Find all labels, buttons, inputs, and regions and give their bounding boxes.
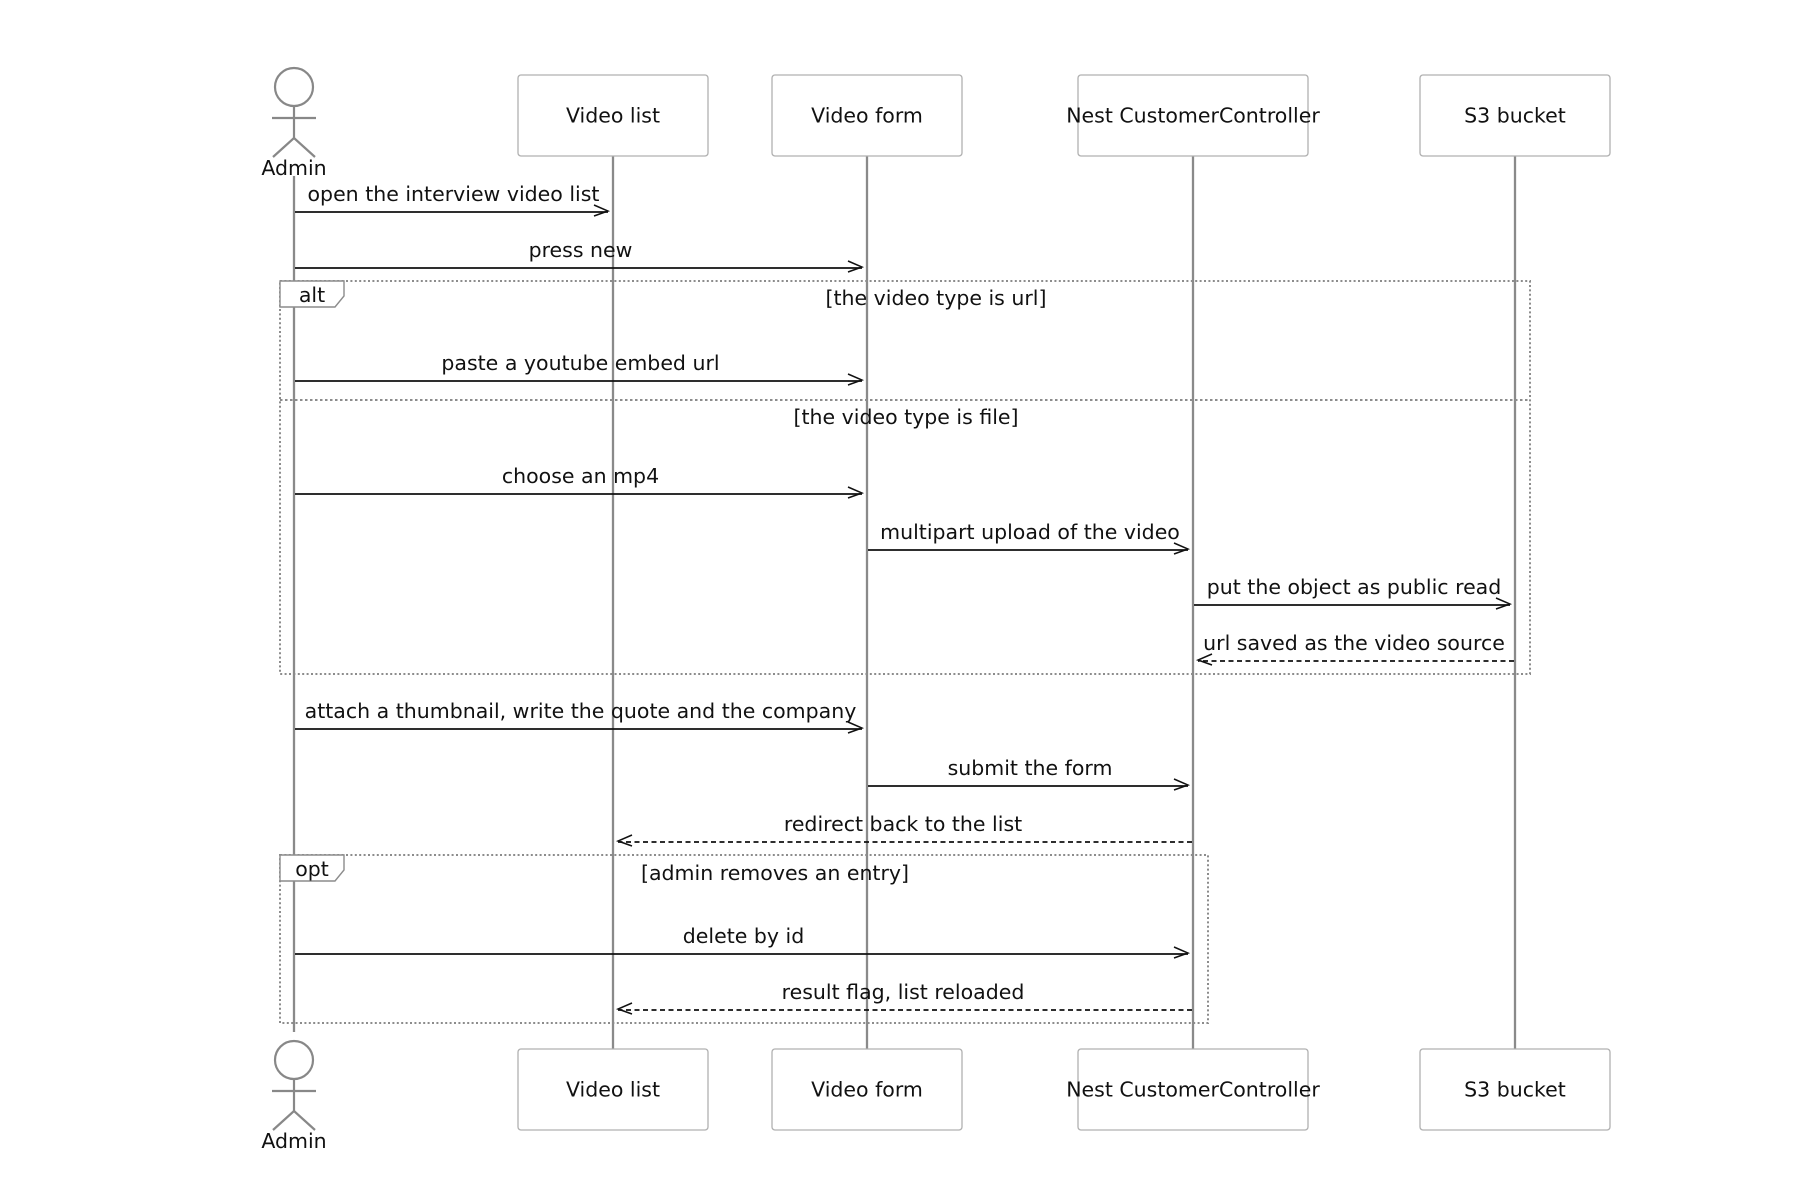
participant-label: Video form (811, 1078, 923, 1102)
participant-form-top: Video form (771, 74, 963, 157)
message-label: delete by id (683, 924, 804, 948)
message-m8: attach a thumbnail, write the quote and … (295, 699, 865, 734)
participant-ctrl-bottom: Nest CustomerController (1066, 1048, 1320, 1131)
message-m2: press new (295, 238, 865, 273)
fragment-keyword: opt (295, 857, 329, 881)
open-arrowhead-icon (1195, 653, 1213, 666)
participant-label: Nest CustomerController (1066, 104, 1320, 128)
actor-head-icon (273, 66, 315, 108)
participant-box (771, 1048, 963, 1131)
fragment-keyword: alt (299, 283, 325, 307)
message-m3: paste a youtube embed url (295, 351, 865, 386)
actor-label: Admin (261, 1129, 326, 1153)
message-label: url saved as the video source (1203, 631, 1505, 655)
fragment-condition: [admin removes an entry] (641, 861, 909, 885)
message-m10: redirect back to the list (615, 812, 1192, 847)
fragment-frame (279, 854, 1209, 1024)
actor-admin-bottom: Admin (261, 1039, 327, 1153)
open-arrowhead-icon (615, 1002, 633, 1015)
open-arrowhead-icon (615, 834, 633, 847)
actor-legs-icon (272, 1109, 316, 1131)
message-m12: result flag, list reloaded (615, 980, 1192, 1015)
open-arrowhead-icon (847, 721, 865, 734)
actor-head-icon (273, 1039, 315, 1081)
participant-label: Video list (566, 104, 660, 128)
actor-legs-icon (272, 136, 316, 158)
lifelines (292, 156, 1517, 1049)
participant-box (517, 1048, 709, 1131)
message-m5: multipart upload of the video (868, 520, 1191, 555)
message-label: choose an mp4 (502, 464, 659, 488)
participant-s3-bottom: S3 bucket (1419, 1048, 1611, 1131)
actor-admin-top: Admin (261, 66, 327, 180)
message-m6: put the object as public read (1194, 575, 1513, 610)
open-arrowhead-icon (847, 486, 865, 499)
fragment-condition: [the video type is file] (793, 405, 1018, 429)
fragment-alt: alt [the video type is url] [the video typ… (279, 280, 1531, 675)
open-arrowhead-icon (1173, 778, 1191, 791)
messages: open the interview video list press new pa… (295, 182, 1514, 1015)
participant-list-top: Video list (517, 74, 709, 157)
participant-box (771, 74, 963, 157)
participant-label: S3 bucket (1464, 1078, 1566, 1102)
message-m11: delete by id (295, 924, 1191, 959)
message-label: paste a youtube embed url (441, 351, 719, 375)
participant-ctrl-top: Nest CustomerController (1066, 74, 1320, 157)
participant-form-bottom: Video form (771, 1048, 963, 1131)
open-arrowhead-icon (1495, 597, 1513, 610)
participant-label: S3 bucket (1464, 104, 1566, 128)
fragment-keyword-tab (279, 280, 345, 308)
message-m4: choose an mp4 (295, 464, 865, 499)
open-arrowhead-icon (1173, 542, 1191, 555)
message-label: put the object as public read (1207, 575, 1502, 599)
message-label: open the interview video list (308, 182, 600, 206)
participant-box (1077, 1048, 1309, 1131)
message-label: redirect back to the list (784, 812, 1022, 836)
open-arrowhead-icon (1173, 946, 1191, 959)
open-arrowhead-icon (847, 260, 865, 273)
fragment-keyword-tab (279, 854, 345, 882)
participant-label: Video list (566, 1078, 660, 1102)
open-arrowhead-icon (593, 204, 611, 217)
message-label: result flag, list reloaded (782, 980, 1025, 1004)
participant-list-bottom: Video list (517, 1048, 709, 1131)
participant-box (1419, 74, 1611, 157)
fragment-frame (279, 280, 1531, 675)
message-label: submit the form (948, 756, 1113, 780)
participant-box (1419, 1048, 1611, 1131)
message-m7: url saved as the video source (1195, 631, 1514, 666)
message-label: multipart upload of the video (880, 520, 1180, 544)
participant-s3-top: S3 bucket (1419, 74, 1611, 157)
participant-label: Video form (811, 104, 923, 128)
message-label: press new (529, 238, 633, 262)
message-label: attach a thumbnail, write the quote and … (305, 699, 857, 723)
fragment-opt: opt [admin removes an entry] (279, 854, 1209, 1024)
open-arrowhead-icon (847, 373, 865, 386)
fragment-condition: [the video type is url] (826, 286, 1047, 310)
fragments: alt [the video type is url] [the video typ… (279, 280, 1531, 1024)
message-m9: submit the form (868, 756, 1191, 791)
message-m1: open the interview video list (295, 182, 611, 217)
participant-box (1077, 74, 1309, 157)
participant-box (517, 74, 709, 157)
participant-label: Nest CustomerController (1066, 1078, 1320, 1102)
actor-label: Admin (261, 156, 326, 180)
